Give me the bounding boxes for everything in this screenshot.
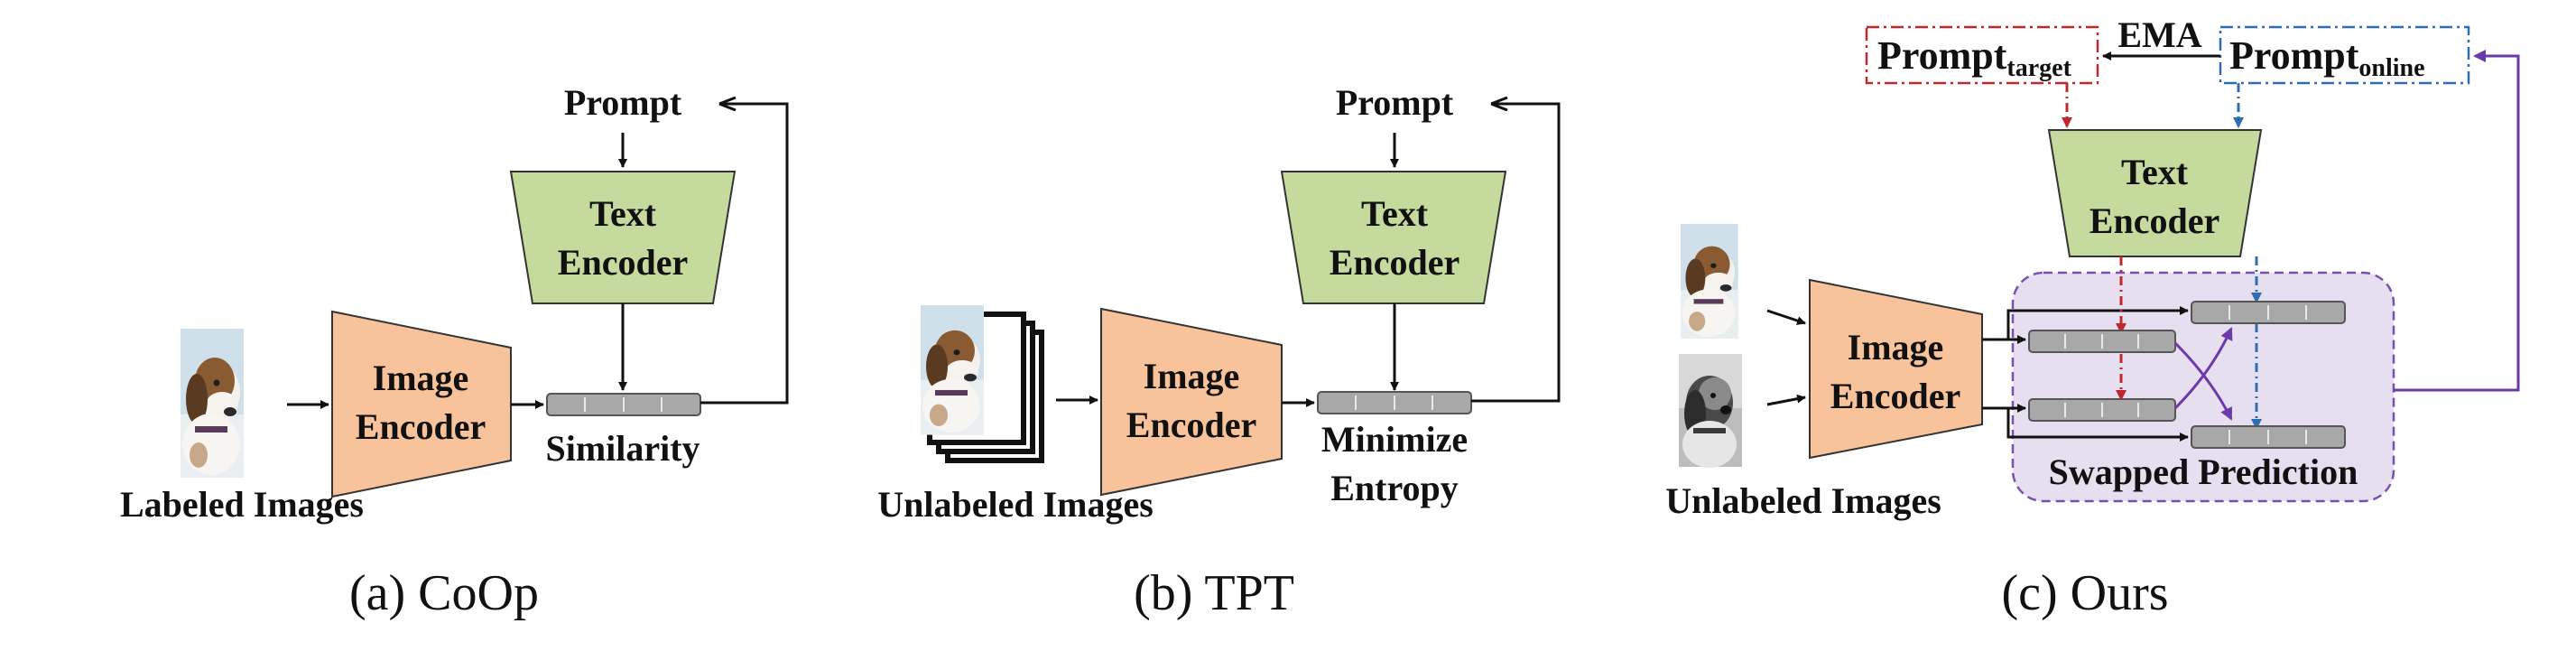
swap-arrow-up — [2173, 327, 2233, 410]
ours-gray-image-arrow — [1766, 394, 1806, 406]
coop-similarity-label: Similarity — [545, 428, 700, 469]
tpt-text-encoder-line1: Text — [1361, 193, 1429, 234]
tpt-image-encoder-line2: Encoder — [1126, 405, 1256, 445]
coop-prompt-label: Prompt — [564, 82, 682, 123]
ours-image-encoder — [1809, 278, 1983, 460]
prompt-target-box — [1865, 25, 2099, 85]
ours-feedback-arrow — [2394, 50, 2520, 392]
coop-image-encoder-line2: Encoder — [356, 406, 486, 447]
tpt-entropy-label: Entropy — [1330, 468, 1459, 508]
ours-dog-photo-icon — [1681, 224, 1738, 340]
ours-token-target-2 — [2028, 398, 2176, 422]
view2-lower-arrow — [1982, 406, 2189, 442]
tpt-dog-photo-icon — [921, 305, 984, 435]
swapped-prediction-label: Swapped Prediction — [2049, 451, 2358, 492]
ours-dog-photo-gray-icon — [1679, 354, 1742, 468]
coop-images-label: Labeled Images — [120, 484, 364, 525]
ours-token-online-1 — [2191, 301, 2346, 324]
ours-caption: (c) Ours — [2001, 565, 2168, 621]
coop-token — [546, 393, 701, 416]
prompt-online-label: Promptonline — [2229, 33, 2425, 82]
tpt-token — [1317, 391, 1472, 414]
panel-coop: Prompt Text Encoder Image Encoder Simila… — [120, 82, 789, 621]
prompt-online-box — [2219, 25, 2470, 85]
coop-caption: (a) CoOp — [349, 565, 539, 621]
ours-text-encoder — [2047, 129, 2263, 257]
panel-ours: Prompttarget Promptonline EMA Text Encod… — [1665, 14, 2520, 621]
tpt-images-label: Unlabeled Images — [877, 484, 1154, 525]
ours-text-encoder-line1: Text — [2121, 152, 2189, 192]
coop-text-encoder-line1: Text — [589, 193, 657, 234]
ours-color-image-arrow — [1766, 309, 1806, 325]
ours-image-encoder-line1: Image — [1848, 327, 1944, 368]
tpt-image-stack — [921, 305, 1044, 463]
coop-text-encoder-line2: Encoder — [558, 242, 688, 283]
swap-arrow-down — [2173, 341, 2233, 421]
ours-text-encoder-line2: Encoder — [2090, 200, 2219, 241]
ours-token-target-1 — [2028, 330, 2176, 353]
ours-image-encoder-line2: Encoder — [1830, 376, 1960, 416]
prompt-target-label: Prompttarget — [1877, 33, 2072, 82]
tpt-image-encoder-line1: Image — [1144, 356, 1240, 396]
coop-text-encoder — [509, 171, 737, 304]
tpt-minimize-label: Minimize — [1321, 419, 1468, 460]
ema-label: EMA — [2117, 14, 2201, 55]
tpt-caption: (b) TPT — [1134, 565, 1294, 621]
coop-feedback-arrow — [700, 104, 789, 405]
tpt-feedback-arrow — [1471, 104, 1561, 403]
coop-dog-photo-icon — [181, 329, 244, 478]
tpt-text-encoder-line2: Encoder — [1330, 242, 1459, 283]
coop-image-encoder-line1: Image — [373, 358, 469, 398]
ours-token-online-2 — [2191, 425, 2346, 449]
panel-tpt: Prompt Text Encoder Image Encoder Minimi… — [877, 82, 1561, 621]
coop-image-encoder — [331, 310, 512, 498]
tpt-prompt-label: Prompt — [1336, 82, 1454, 123]
tpt-text-encoder — [1280, 171, 1507, 304]
tpt-image-encoder — [1100, 307, 1283, 497]
ours-images-label: Unlabeled Images — [1665, 480, 1941, 521]
